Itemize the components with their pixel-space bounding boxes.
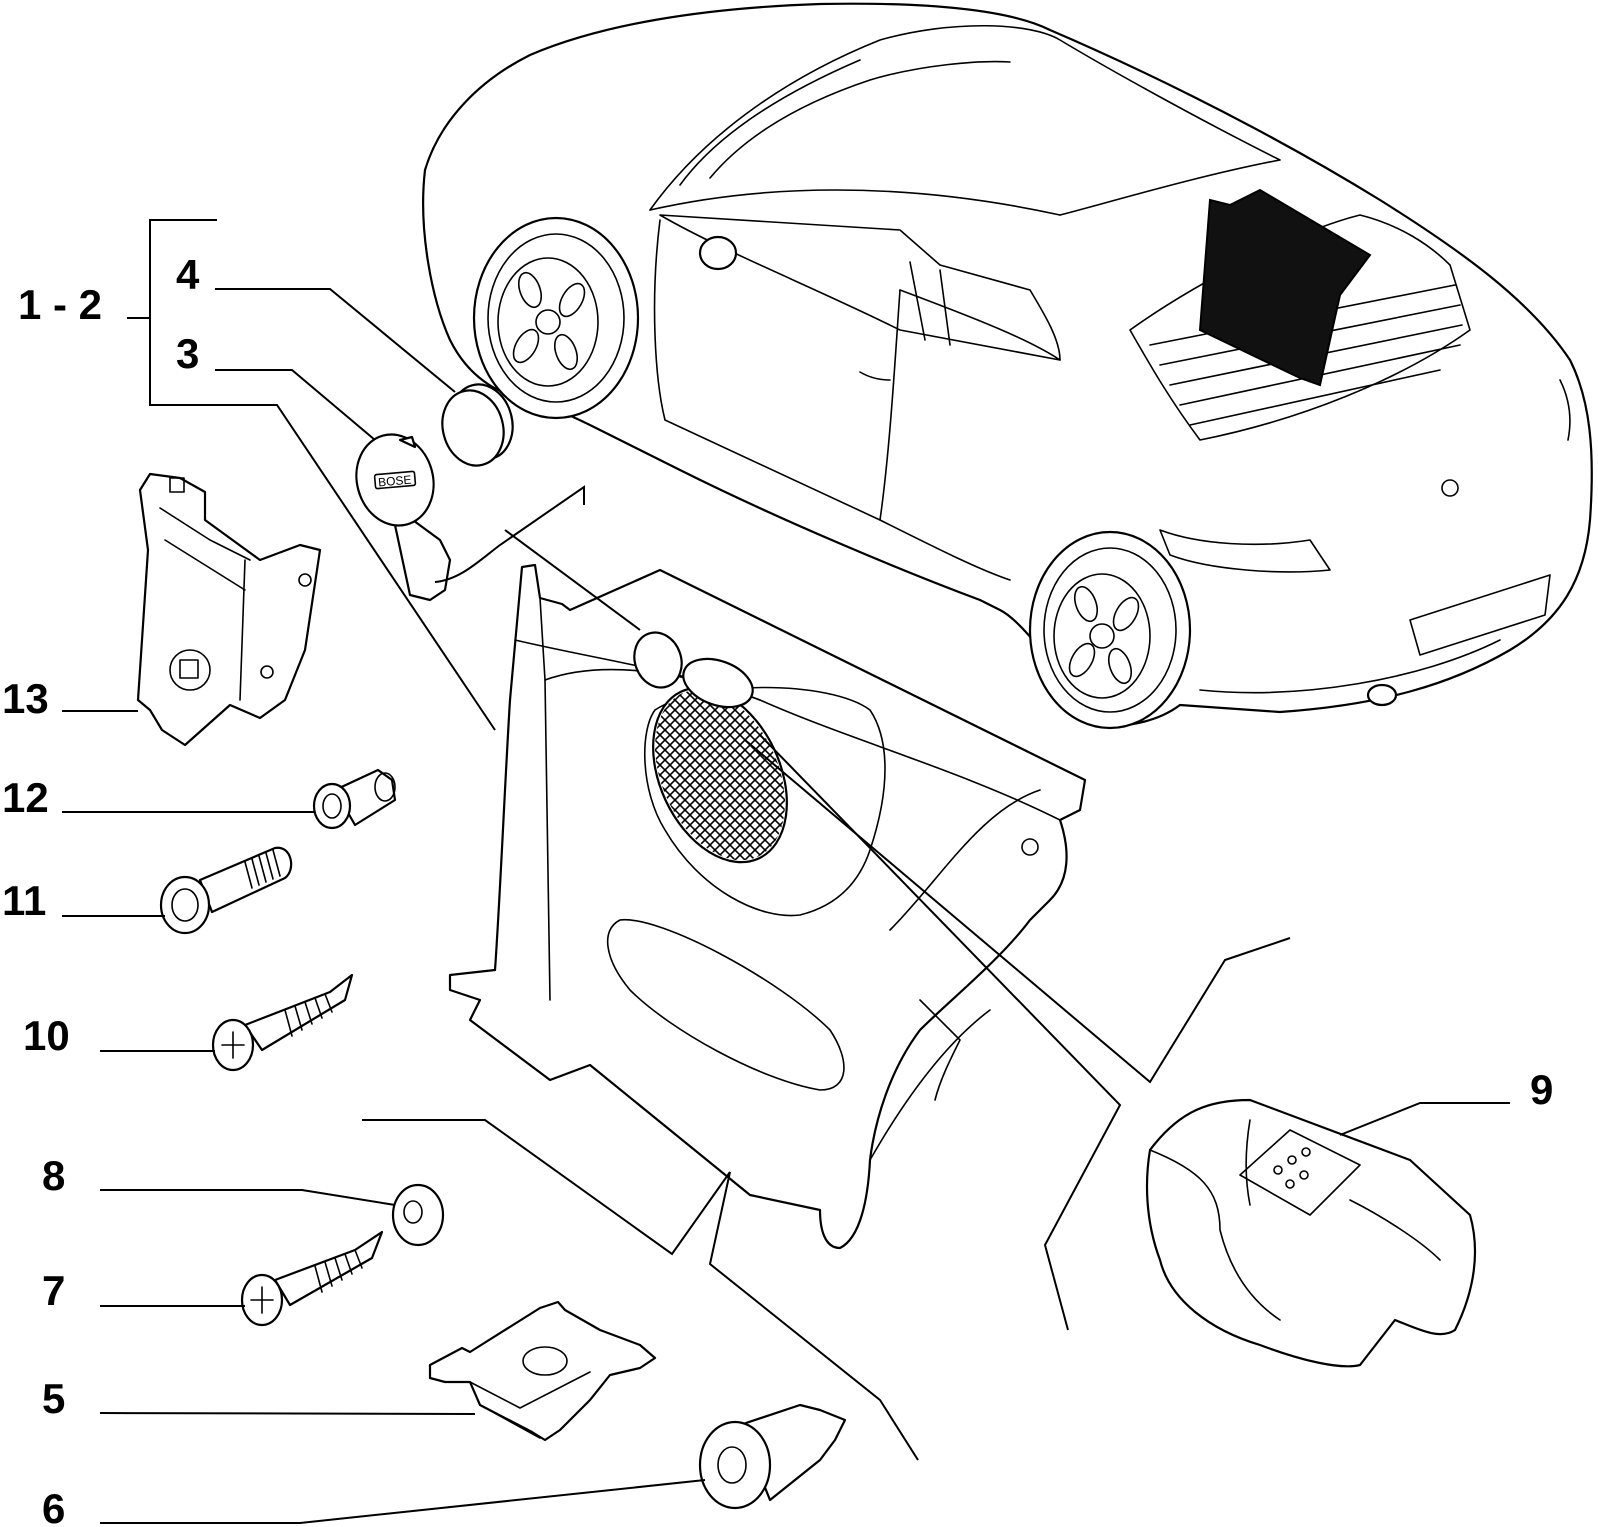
front-wheel <box>472 216 640 420</box>
vent-hole-right <box>682 657 754 709</box>
callout-6: 6 <box>42 1485 65 1527</box>
callout-7: 7 <box>42 1267 65 1314</box>
part-9-cover <box>1145 1098 1477 1368</box>
part-11-bolt <box>159 846 293 935</box>
callout-labels: 1 - 2 4 3 13 12 11 10 8 7 5 6 9 <box>2 251 1553 1527</box>
callout-9: 9 <box>1530 1066 1553 1113</box>
callout-12: 12 <box>2 774 49 821</box>
part-4-cap <box>441 383 514 467</box>
thread-lines <box>284 993 333 1037</box>
part-12-rivet-nut <box>312 768 397 830</box>
part-10-screw <box>211 973 354 1072</box>
callout-5: 5 <box>42 1375 65 1422</box>
leader-lines <box>62 219 1510 1524</box>
part-8-washer <box>391 1183 445 1247</box>
callout-4: 4 <box>176 251 200 298</box>
grille-mesh-line <box>719 668 811 882</box>
callout-3: 3 <box>176 330 199 377</box>
rear-wheel <box>1028 530 1192 730</box>
speaker-box <box>1198 188 1372 387</box>
part-3-cap: BOSE <box>355 433 452 602</box>
rear-side-trim-panel <box>448 563 1087 1250</box>
callout-8: 8 <box>42 1152 65 1199</box>
callout-1-2: 1 - 2 <box>18 281 102 328</box>
part-5-spring-clip <box>428 1300 657 1442</box>
vent-hole-left <box>633 631 683 689</box>
part-6-push-pin <box>698 1403 847 1510</box>
bose-logo-text: BOSE <box>378 473 412 490</box>
part-13-bracket <box>136 472 322 747</box>
callout-13: 13 <box>2 675 49 722</box>
side-mirror <box>698 235 738 271</box>
callout-11: 11 <box>2 877 46 924</box>
grille-mesh-line <box>699 668 811 882</box>
part-7-screw <box>240 1230 384 1327</box>
car-illustration <box>422 2 1593 730</box>
grille-mesh-line <box>709 668 811 882</box>
thread-lines <box>314 1249 363 1293</box>
thread-lines <box>244 849 281 889</box>
callout-10: 10 <box>23 1012 70 1059</box>
